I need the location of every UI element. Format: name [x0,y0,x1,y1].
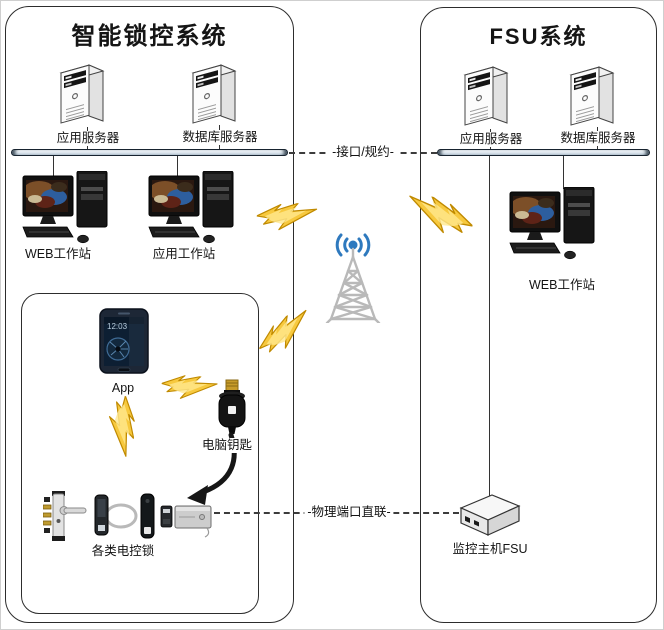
connector-line [563,156,564,189]
key-label: 电脑钥匙 [198,438,256,453]
app-workstation-label: 应用工作站 [149,247,219,262]
connector-line [489,156,490,496]
app-label: App [108,381,138,396]
wireless-signal-icon [335,233,371,257]
smartphone-icon: 12:03 [99,308,149,374]
electric-locks-icon [43,491,212,541]
electronic-key-icon [218,379,246,434]
physical-port-label: -物理端口直联- [304,505,394,520]
right-panel-title: FSU系统 [489,24,588,49]
interface-protocol-label: -接口/规约- [329,145,397,160]
web-workstation-icon [508,187,604,261]
db-server-label: 数据库服务器 [557,131,639,146]
locks-label: 各类电控锁 [88,544,158,559]
web-workstation-label: WEB工作站 [526,278,598,293]
fsu-system-panel: FSU系统 [420,7,657,623]
left-panel-title: 智能锁控系统 [71,23,228,50]
db-server-icon [191,55,245,129]
network-bus-right [437,149,650,156]
mini-lock-icon [160,505,173,528]
network-bus-left [11,149,288,156]
fsu-host-icon [459,494,521,536]
web-workstation-label: WEB工作站 [22,247,94,262]
connector-line [177,156,178,177]
db-server-label: 数据库服务器 [179,130,261,145]
app-server-label: 应用服务器 [53,131,123,146]
door-lock-icon [43,491,87,541]
phone-clock: 12:03 [107,322,128,331]
cable-padlock-icon [94,494,138,536]
app-server-label: 应用服务器 [456,132,526,147]
cylinder-lock-icon [140,493,155,539]
lock-subsystem-box [21,293,259,614]
app-server-icon [59,55,113,129]
web-workstation-icon [21,171,117,245]
app-workstation-icon [147,171,243,245]
app-server-icon [463,57,517,131]
fsu-host-label: 监控主机FSU [449,542,531,557]
db-server-icon [569,57,623,131]
radio-tower-icon [325,233,381,323]
lock-control-system-panel: 智能锁控系统 [5,6,294,623]
bolt-lock-icon [174,505,212,538]
connector-line [53,156,54,177]
